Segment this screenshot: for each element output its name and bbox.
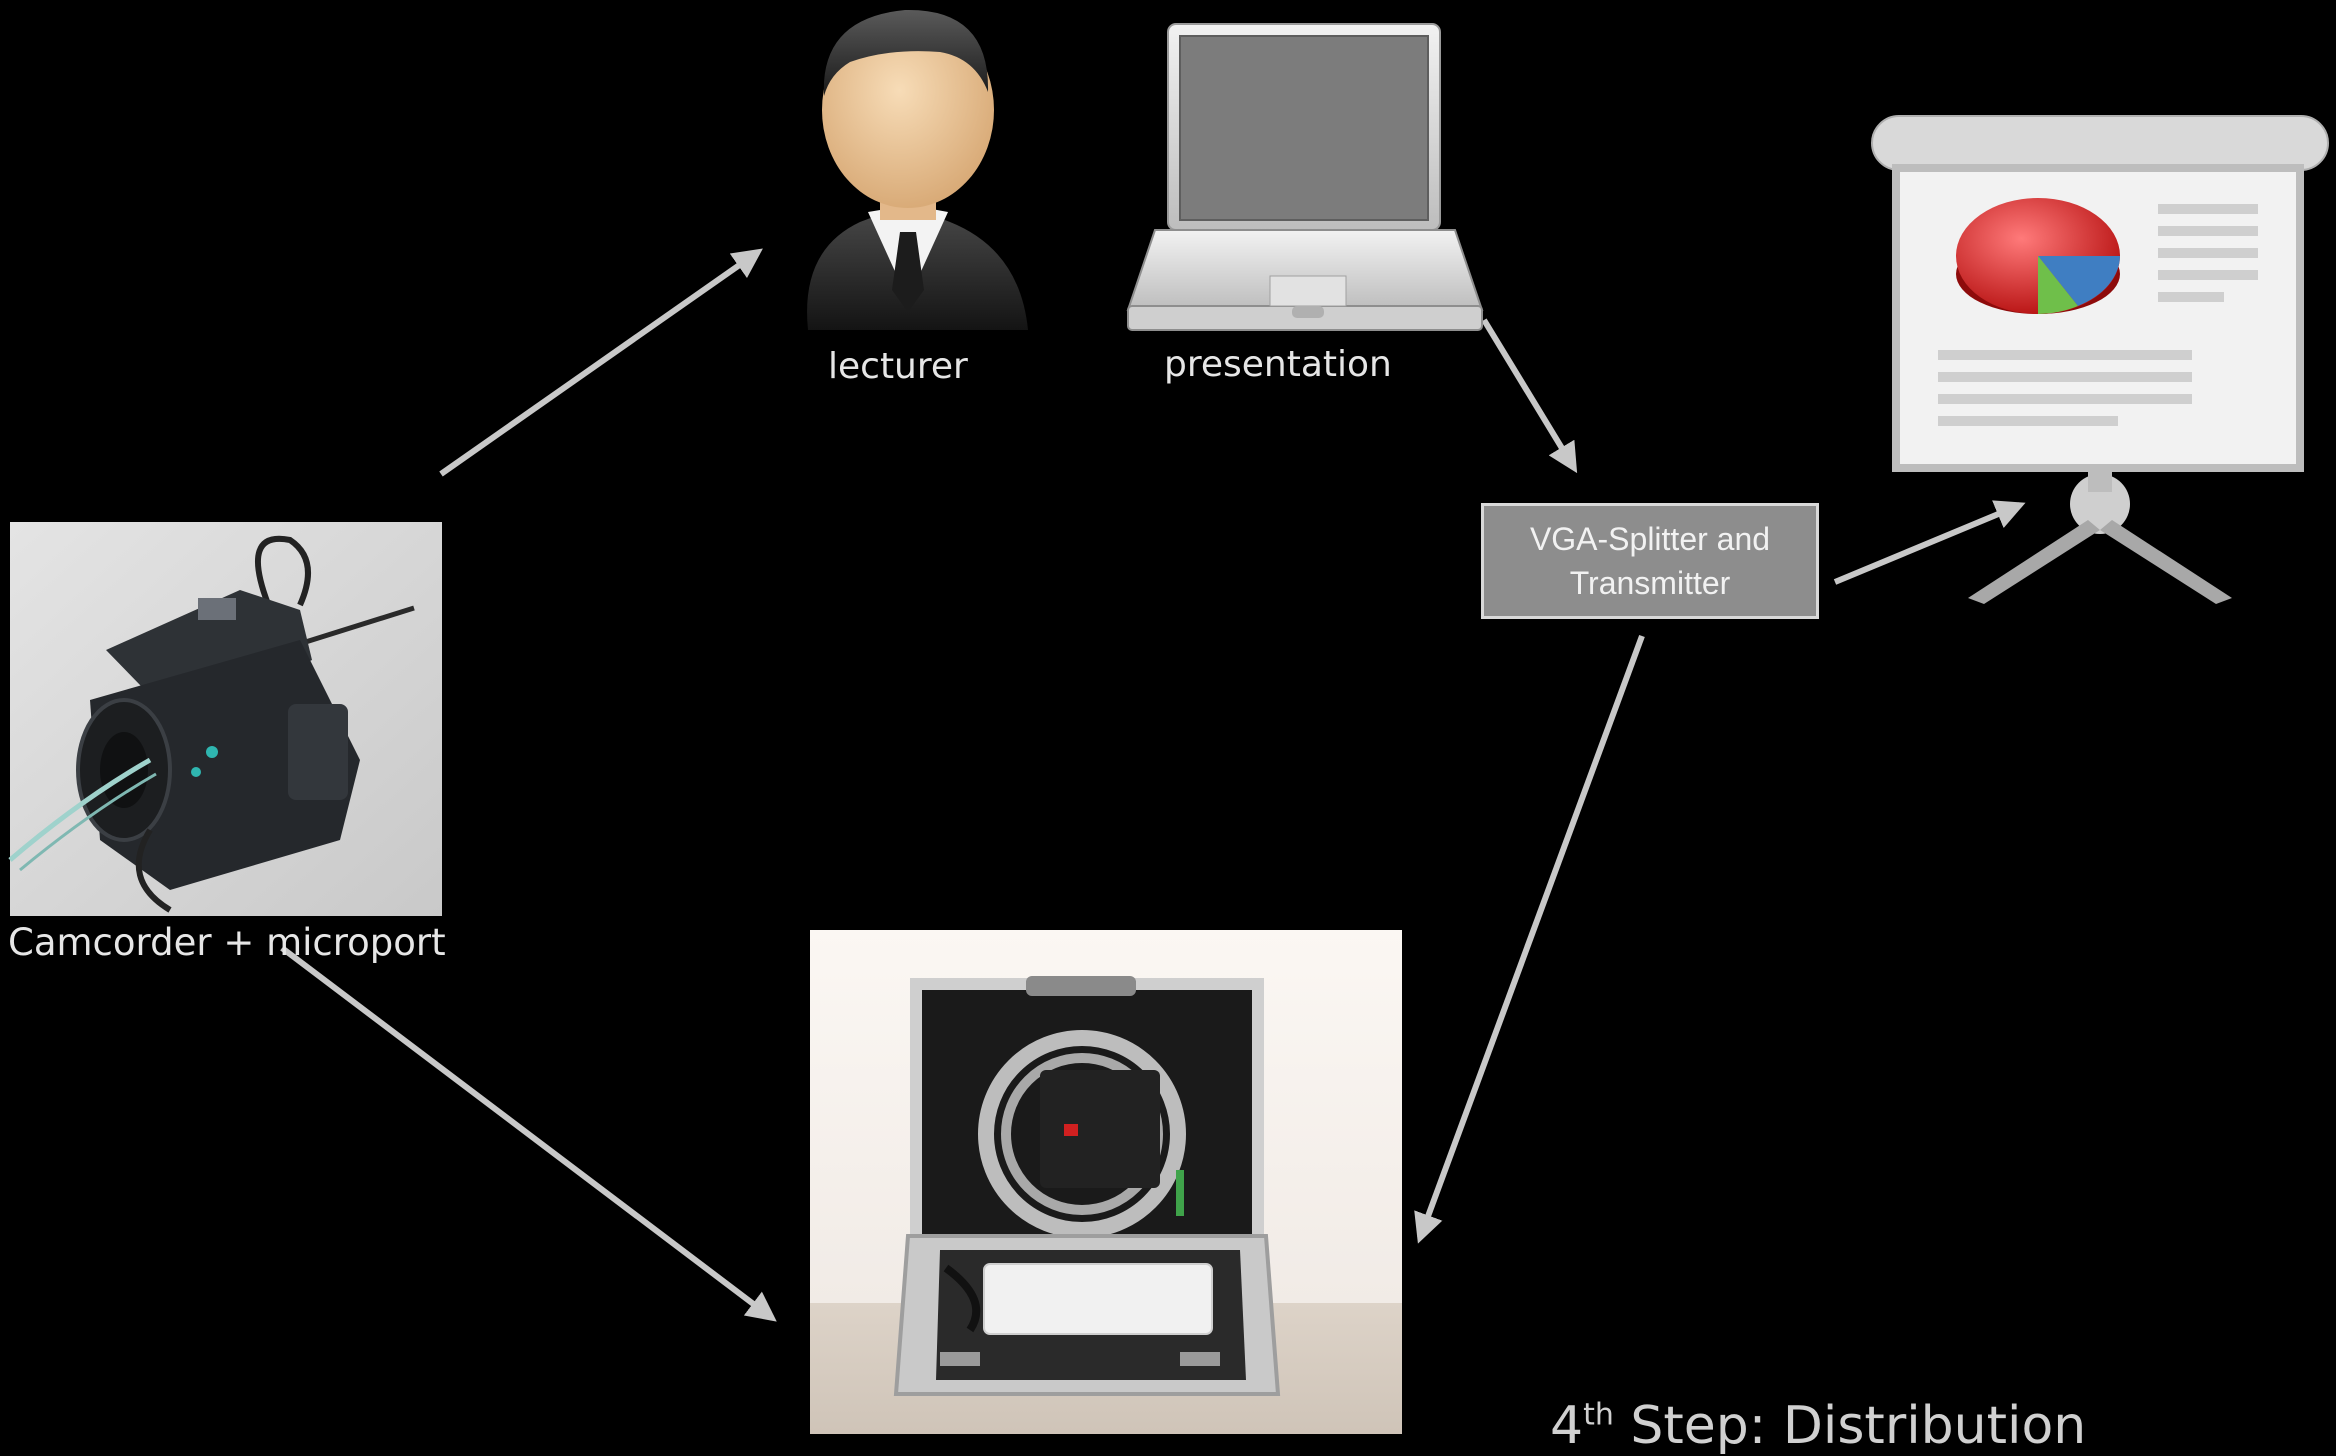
- arrow-camcorder-to-lecturer: [439, 248, 763, 477]
- recording-case-photo: [810, 930, 1402, 1434]
- projection-screen-icon: [1871, 115, 2329, 604]
- camcorder-label: Camcorder + microport: [8, 921, 446, 964]
- arrow-presentation-to-vga: [1481, 318, 1578, 474]
- step-title: Step: Distribution: [1613, 1396, 2087, 1456]
- camcorder-photo: [8, 522, 442, 916]
- step-caption: 4th Step: Distribution: [1550, 1396, 2086, 1456]
- arrow-vga-to-projector: [1833, 500, 2026, 585]
- step-ordinal-suffix: th: [1583, 1397, 1614, 1433]
- vga-splitter-line1: VGA-Splitter and: [1529, 521, 1771, 557]
- lecturer-label: lecturer: [828, 346, 968, 387]
- step-ordinal: 4: [1550, 1396, 1584, 1456]
- laptop-icon: [1126, 23, 1484, 331]
- arrow-vga-to-case: [1414, 634, 1645, 1244]
- vga-splitter-line2: Transmitter: [1569, 565, 1731, 601]
- vga-splitter-box: VGA-Splitter and Transmitter: [1481, 503, 1819, 619]
- lecturer-icon: [807, 9, 1028, 330]
- presentation-label: presentation: [1164, 344, 1392, 385]
- arrow-camcorder-to-case: [280, 945, 777, 1322]
